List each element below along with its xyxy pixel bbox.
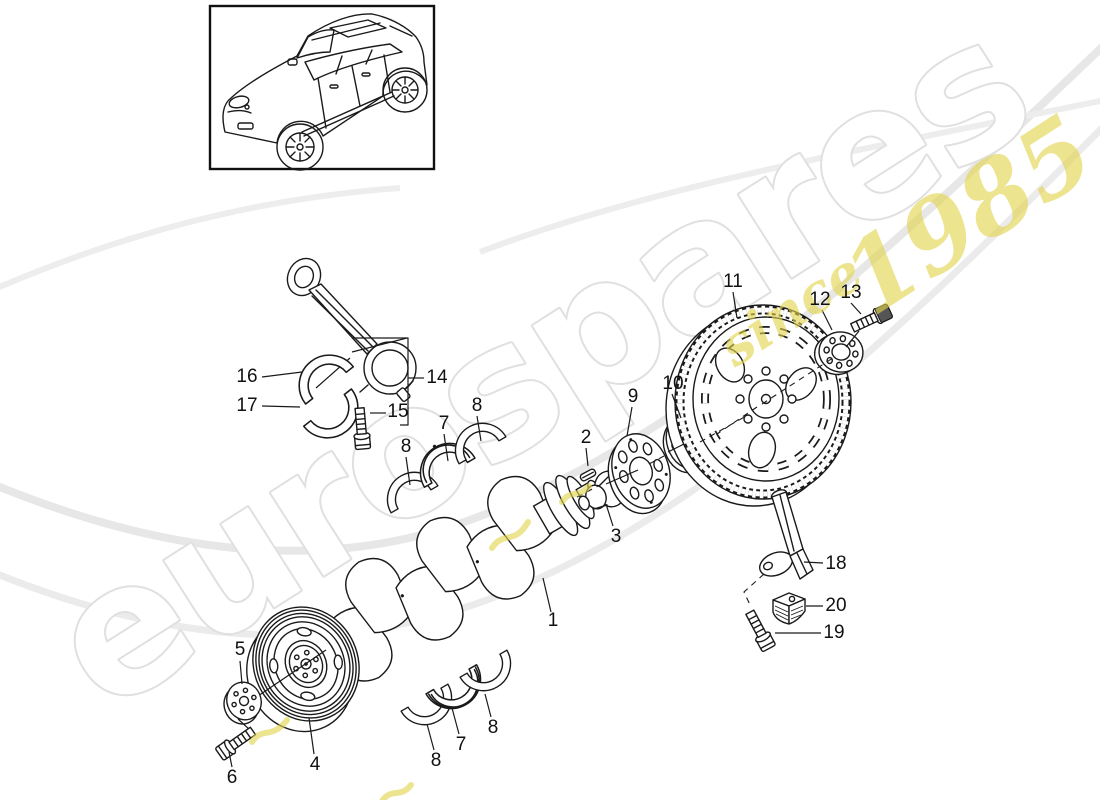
part-pulley-flange-5: [223, 681, 262, 725]
part-jet-nut-20: [772, 592, 806, 625]
part-flywheel-bolt-13: [848, 302, 894, 336]
pointer-jet-to-bolt: [743, 573, 765, 608]
part-woodruff-key-2: [579, 468, 597, 482]
vehicle-thumbnail-box: [208, 4, 436, 171]
part-thrust-bearing-lower-7: [425, 663, 492, 720]
watermark-script-fragments: [249, 483, 592, 800]
part-drive-plate-9: [607, 433, 671, 515]
pointer-flange-to-bolt13: [845, 330, 860, 348]
leader-lines: [228, 291, 862, 768]
pointer-flange-to-pulley: [257, 649, 327, 697]
part-connecting-rod: [286, 257, 417, 403]
watermark-year-text: 1985: [822, 93, 1100, 338]
porsche-cayenne-icon: [222, 13, 428, 171]
part-flywheel-11: [665, 304, 852, 507]
part-oil-jet-18: [759, 489, 814, 580]
